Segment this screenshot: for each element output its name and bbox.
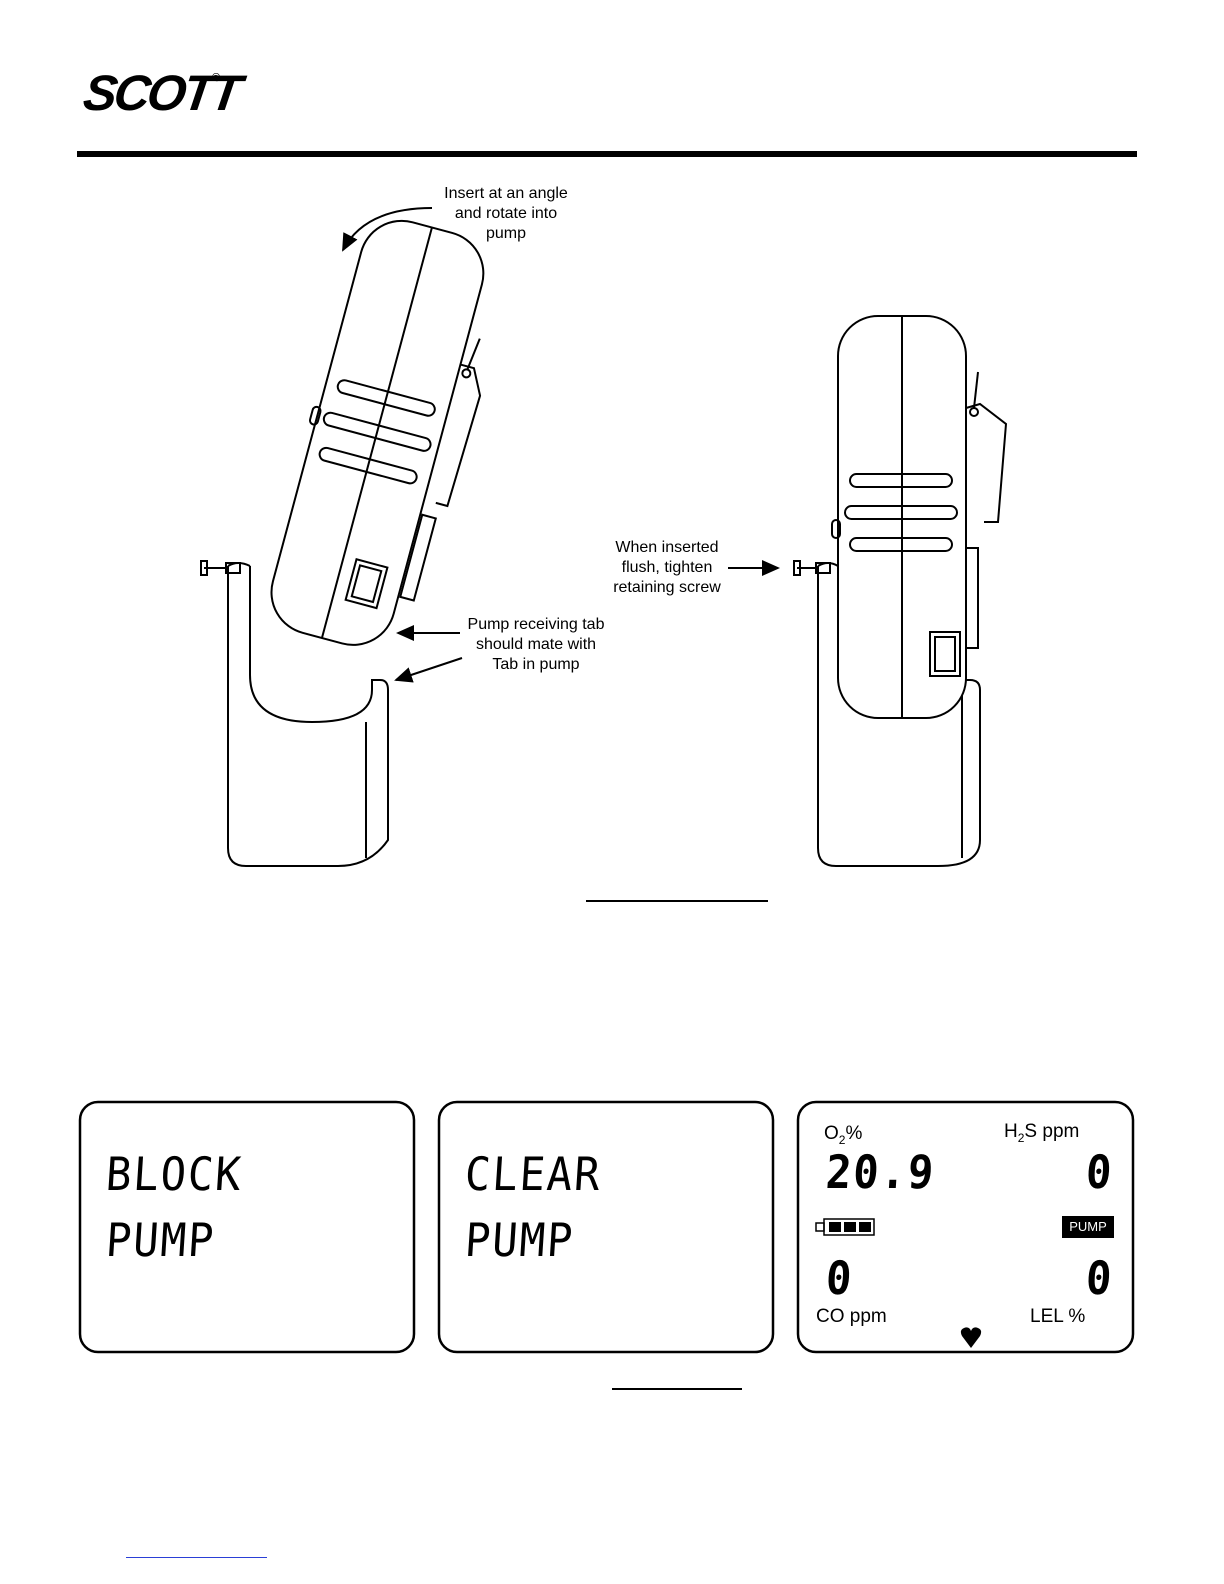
- pump-installation-illustration: [0, 0, 1224, 900]
- h2s-value: 0: [1084, 1144, 1115, 1200]
- callout-tighten-line2: flush, tighten: [596, 558, 738, 578]
- callout-tab-line3: Tab in pump: [456, 655, 616, 675]
- h2s-label-unit: S ppm: [1024, 1121, 1079, 1142]
- co-value: 0: [824, 1250, 855, 1306]
- left-monitor-tilted: [256, 210, 519, 661]
- battery-icon: [815, 1217, 877, 1237]
- callout-tighten-line3: retaining screw: [596, 578, 738, 598]
- block-line1: BLOCK: [104, 1146, 244, 1202]
- co-label: CO ppm: [816, 1306, 887, 1328]
- clear-line1: CLEAR: [463, 1146, 603, 1202]
- pump-badge: PUMP: [1062, 1216, 1114, 1238]
- left-pump-cradle: [201, 561, 388, 866]
- heart-icon: [960, 1326, 982, 1350]
- o2-value: 20.9: [824, 1144, 937, 1200]
- callout-insert-line2: and rotate into: [420, 204, 592, 224]
- callout-insert: Insert at an angle and rotate into pump: [420, 184, 592, 244]
- callout-insert-line3: pump: [420, 224, 592, 244]
- callout-tab-line1: Pump receiving tab: [456, 615, 616, 635]
- callout-tab-line2: should mate with: [456, 635, 616, 655]
- rotate-arrow: [343, 208, 432, 250]
- tab-arrow-2: [396, 658, 462, 680]
- h2s-label: H2S ppm: [1004, 1121, 1079, 1145]
- o2-label-unit: %: [845, 1123, 862, 1144]
- callout-tighten-line1: When inserted: [596, 538, 738, 558]
- lel-value: 0: [1084, 1250, 1115, 1306]
- footer-link-underline[interactable]: [126, 1557, 267, 1558]
- h2s-label-text: H: [1004, 1121, 1018, 1142]
- right-monitor-upright: [832, 316, 1006, 718]
- figure1-caption-underline: [586, 900, 768, 902]
- callout-tighten: When inserted flush, tighten retaining s…: [596, 538, 738, 598]
- lel-label: LEL %: [1030, 1306, 1085, 1328]
- callout-insert-line1: Insert at an angle: [420, 184, 592, 204]
- callout-tab: Pump receiving tab should mate with Tab …: [456, 615, 616, 675]
- block-line2: PUMP: [104, 1212, 217, 1268]
- figure2-caption-underline: [612, 1388, 742, 1390]
- o2-label-text: O: [824, 1123, 839, 1144]
- clear-line2: PUMP: [463, 1212, 576, 1268]
